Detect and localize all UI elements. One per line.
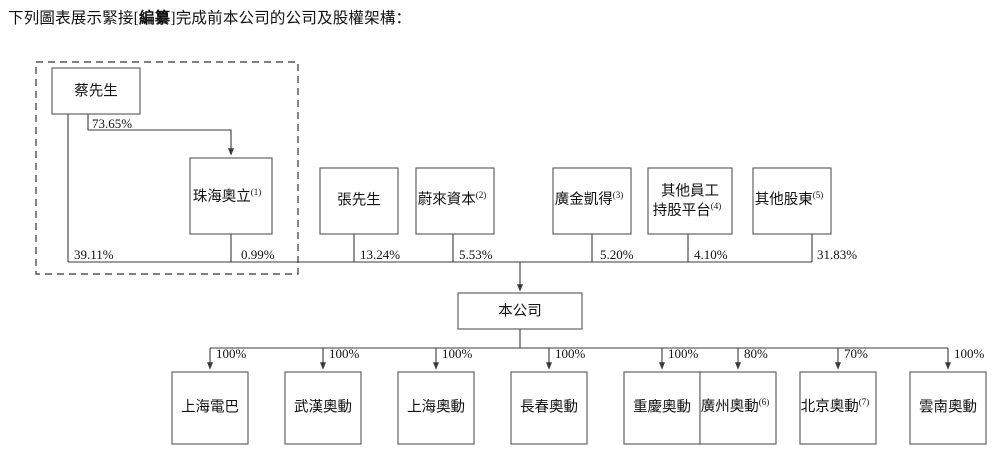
caption-prefix: 下列圖表展示緊接[ <box>8 10 139 27</box>
pct-label-cai: 39.11% <box>74 247 114 262</box>
edge-cai-to-zhuhai <box>87 114 234 156</box>
node-label-beijing-aodong: 北京奧動(7) <box>801 397 870 415</box>
pct-label-yunnan-aodong: 100% <box>954 346 985 361</box>
node-label-zhang: 張先生 <box>337 191 381 208</box>
node-label-guangjin-kaide: 廣金凱得(3) <box>555 190 624 208</box>
node-label-shanghai-aodong: 上海奧動 <box>407 398 465 415</box>
node-label-guangzhou-aodong: 廣州奧動(6) <box>701 397 770 415</box>
node-guangzhou-aodong[interactable]: 廣州奧動(6) <box>699 371 777 445</box>
pct-label-others: 31.83% <box>817 247 857 262</box>
page-caption: 下列圖表展示緊接[編纂]完成前本公司的公司及股權架構： <box>8 6 411 28</box>
controlling-group-dashed-box <box>35 61 299 275</box>
node-other-shareholders[interactable]: 其他股東(5) <box>752 167 832 235</box>
pct-label-chongqing-aodong: 100% <box>668 346 699 361</box>
node-weilai-capital[interactable]: 蔚來資本(2) <box>415 167 495 235</box>
node-label-chongqing-aodong: 重慶奧動 <box>633 398 691 415</box>
pct-label-wuhan-aodong: 100% <box>329 346 360 361</box>
connector-lines <box>67 114 951 370</box>
node-company[interactable]: 本公司 <box>457 292 583 330</box>
node-shanghai-aodong[interactable]: 上海奧動 <box>397 371 475 445</box>
pct-label-esop: 4.10% <box>694 247 728 262</box>
pct-label-zhang: 13.24% <box>360 247 400 262</box>
node-label-yunnan-aodong: 雲南奧動 <box>919 398 977 415</box>
caption-bold-term: 編纂 <box>138 10 171 27</box>
node-label-employee-esop-line1: 其他員工 <box>661 182 719 199</box>
node-beijing-aodong[interactable]: 北京奧動(7) <box>799 371 877 445</box>
node-guangjin-kaide[interactable]: 廣金凱得(3) <box>552 167 632 235</box>
pct-label-guangzhou-aodong: 80% <box>744 346 768 361</box>
node-cai[interactable]: 蔡先生 <box>51 67 141 115</box>
node-changchun-aodong[interactable]: 長春奧動 <box>510 371 588 445</box>
pct-label-weilai: 5.53% <box>459 247 493 262</box>
node-wuhan-aodong[interactable]: 武漢奧動 <box>284 371 362 445</box>
node-label-weilai-capital: 蔚來資本(2) <box>418 190 487 208</box>
node-label-other-shareholders: 其他股東(5) <box>755 190 824 208</box>
caption-suffix: ]完成前本公司的公司及股權架構： <box>170 10 412 27</box>
node-yunnan-aodong[interactable]: 雲南奧動 <box>909 371 987 445</box>
node-label-cai: 蔡先生 <box>74 82 118 99</box>
node-label-zhuhai-aoli: 珠海奧立(1) <box>193 187 262 205</box>
pct-label-zhuhai: 0.99% <box>241 247 275 262</box>
node-label-changchun-aodong: 長春奧動 <box>520 398 578 415</box>
node-label-wuhan-aodong: 武漢奧動 <box>294 398 352 415</box>
pct-label-guangjin: 5.20% <box>600 247 634 262</box>
node-label-shanghai-dianba: 上海電巴 <box>181 398 239 415</box>
pct-label-shanghai-dianba: 100% <box>216 346 247 361</box>
node-shanghai-dianba[interactable]: 上海電巴 <box>171 371 249 445</box>
node-label-employee-esop-line2: 持股平台(4) <box>653 201 722 219</box>
node-zhang[interactable]: 張先生 <box>319 167 399 235</box>
node-employee-esop[interactable]: 其他員工 持股平台(4) <box>647 167 733 235</box>
node-chongqing-aodong[interactable]: 重慶奧動 <box>623 371 701 445</box>
pct-label-shanghai-aodong: 100% <box>442 346 473 361</box>
pct-label-changchun-aodong: 100% <box>555 346 586 361</box>
node-zhuhai-aoli[interactable]: 珠海奧立(1) <box>189 157 273 235</box>
pct-label-beijing-aodong: 70% <box>844 346 868 361</box>
edge-label-cai-to-zhuhai: 73.65% <box>92 116 132 131</box>
node-label-company: 本公司 <box>498 302 542 319</box>
